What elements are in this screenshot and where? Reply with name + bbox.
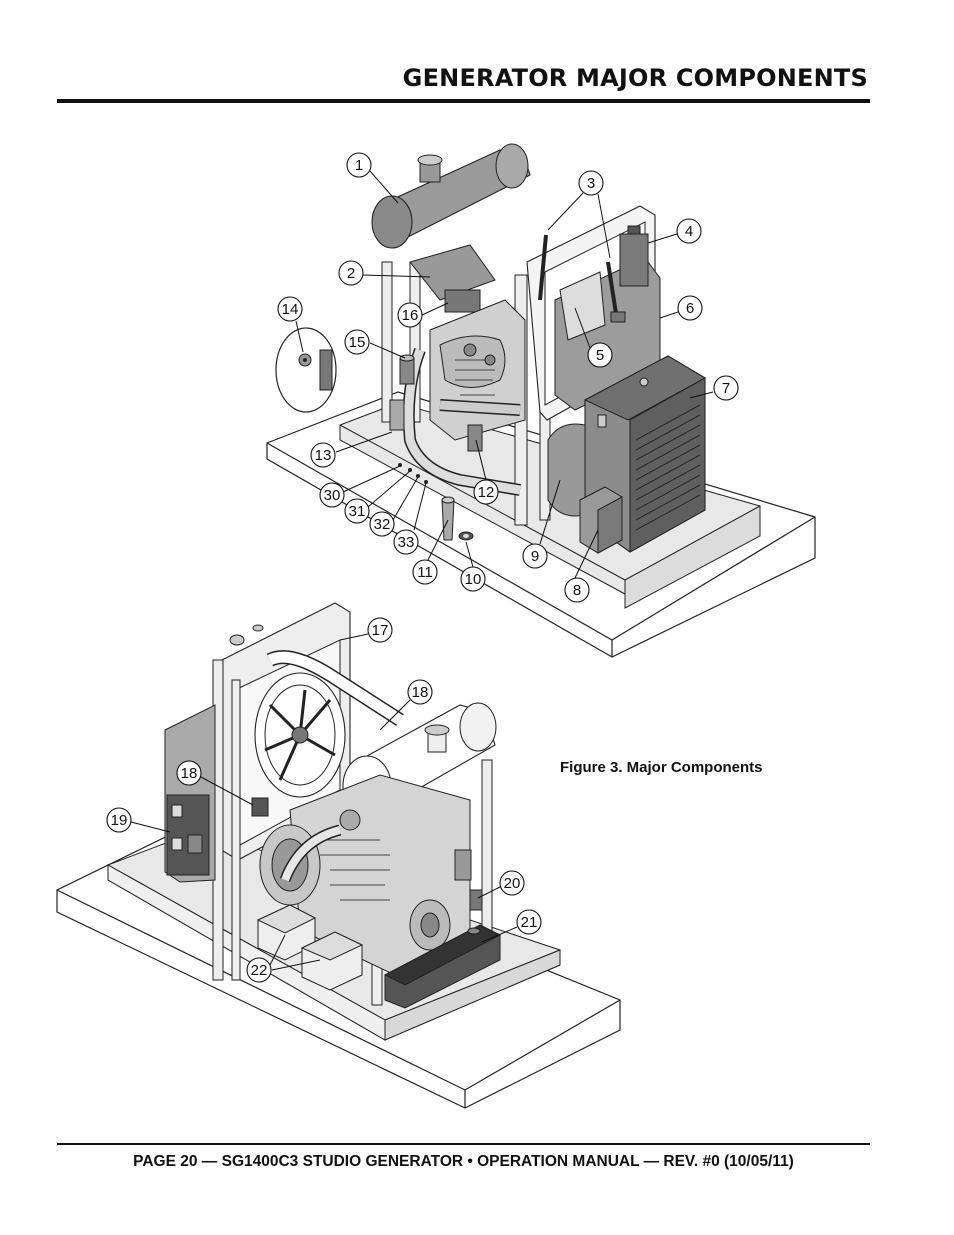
callout-number: 5 xyxy=(596,347,604,364)
leader-lines xyxy=(130,170,714,971)
callout-circle xyxy=(587,342,613,368)
callout-circle xyxy=(564,577,590,603)
callout-circle xyxy=(369,511,395,537)
callout-number: 6 xyxy=(686,300,694,317)
callout-circle xyxy=(522,543,548,569)
header-rule xyxy=(57,99,870,103)
engine-block xyxy=(429,299,526,441)
callout-11: 11 xyxy=(412,559,438,585)
callout-circle xyxy=(677,295,703,321)
callout-8: 8 xyxy=(564,577,590,603)
callout-13: 13 xyxy=(310,442,336,468)
callout-18: 18 xyxy=(407,679,433,705)
callout-number: 12 xyxy=(478,484,495,501)
callout-circle xyxy=(412,559,438,585)
callout-7: 7 xyxy=(713,375,739,401)
callout-number: 30 xyxy=(324,487,341,504)
callout-number: 3 xyxy=(587,175,595,192)
muffler-shape xyxy=(371,143,531,249)
callout-19: 19 xyxy=(106,807,132,833)
callout-16: 16 xyxy=(397,302,423,328)
callout-31: 31 xyxy=(344,498,370,524)
top-generator-drawing xyxy=(266,143,816,658)
callout-20: 20 xyxy=(499,870,525,896)
callout-circle xyxy=(310,442,336,468)
figure-caption: Figure 3. Major Components xyxy=(560,759,763,776)
callout-number: 1 xyxy=(355,157,363,174)
callout-4: 4 xyxy=(676,218,702,244)
callout-circle xyxy=(713,375,739,401)
callout-number: 9 xyxy=(531,548,539,565)
callout-circle xyxy=(277,296,303,322)
callout-circle xyxy=(499,870,525,896)
callout-33: 33 xyxy=(393,529,419,555)
callout-14: 14 xyxy=(277,296,303,322)
callout-18: 18 xyxy=(176,760,202,786)
callout-number: 31 xyxy=(349,503,366,520)
callout-1: 1 xyxy=(346,152,372,178)
callout-number: 16 xyxy=(402,307,419,324)
callout-circle xyxy=(397,302,423,328)
callout-circle xyxy=(407,679,433,705)
callout-number: 17 xyxy=(372,622,389,639)
callout-number: 33 xyxy=(398,534,415,551)
callout-9: 9 xyxy=(522,543,548,569)
callout-number: 14 xyxy=(282,301,299,318)
callout-number: 11 xyxy=(417,564,433,581)
callout-6: 6 xyxy=(677,295,703,321)
callout-number: 18 xyxy=(181,765,198,782)
callout-circle xyxy=(578,170,604,196)
footer-rule xyxy=(57,1143,870,1145)
callout-number: 10 xyxy=(465,571,482,588)
callout-circle xyxy=(246,957,272,983)
callout-circle xyxy=(473,479,499,505)
callout-5: 5 xyxy=(587,342,613,368)
callout-number: 20 xyxy=(504,875,521,892)
callout-12: 12 xyxy=(473,479,499,505)
callout-number: 8 xyxy=(573,582,581,599)
callout-circle xyxy=(346,152,372,178)
callout-number: 4 xyxy=(685,223,693,240)
callout-circle xyxy=(393,529,419,555)
callout-number: 22 xyxy=(251,962,268,979)
callout-circle xyxy=(516,909,542,935)
callout-circle xyxy=(338,260,364,286)
callout-layer: 1234567891011121314151617181819202122303… xyxy=(106,152,739,983)
callout-circle xyxy=(319,482,345,508)
callout-number: 13 xyxy=(315,447,332,464)
callout-circle xyxy=(176,760,202,786)
callout-21: 21 xyxy=(516,909,542,935)
callout-number: 7 xyxy=(722,380,730,397)
callout-2: 2 xyxy=(338,260,364,286)
callout-15: 15 xyxy=(344,329,370,355)
callout-number: 2 xyxy=(347,265,355,282)
callout-circle xyxy=(367,617,393,643)
callout-10: 10 xyxy=(460,566,486,592)
callout-17: 17 xyxy=(367,617,393,643)
callout-circle xyxy=(460,566,486,592)
callout-circle xyxy=(344,329,370,355)
callout-number: 18 xyxy=(412,684,429,701)
radiator-fan xyxy=(254,672,346,798)
page-title: GENERATOR MAJOR COMPONENTS xyxy=(402,64,868,92)
bottom-generator-drawing xyxy=(56,602,621,1109)
callout-22: 22 xyxy=(246,957,272,983)
callout-30: 30 xyxy=(319,482,345,508)
callout-number: 21 xyxy=(521,914,538,931)
callout-circle xyxy=(106,807,132,833)
page-footer: PAGE 20 — SG1400C3 STUDIO GENERATOR • OP… xyxy=(133,1153,794,1170)
callout-32: 32 xyxy=(369,511,395,537)
callout-number: 19 xyxy=(111,812,128,829)
callout-number: 32 xyxy=(374,516,391,533)
callout-number: 15 xyxy=(349,334,366,351)
callout-circle xyxy=(676,218,702,244)
callout-circle xyxy=(344,498,370,524)
callout-3: 3 xyxy=(578,170,604,196)
